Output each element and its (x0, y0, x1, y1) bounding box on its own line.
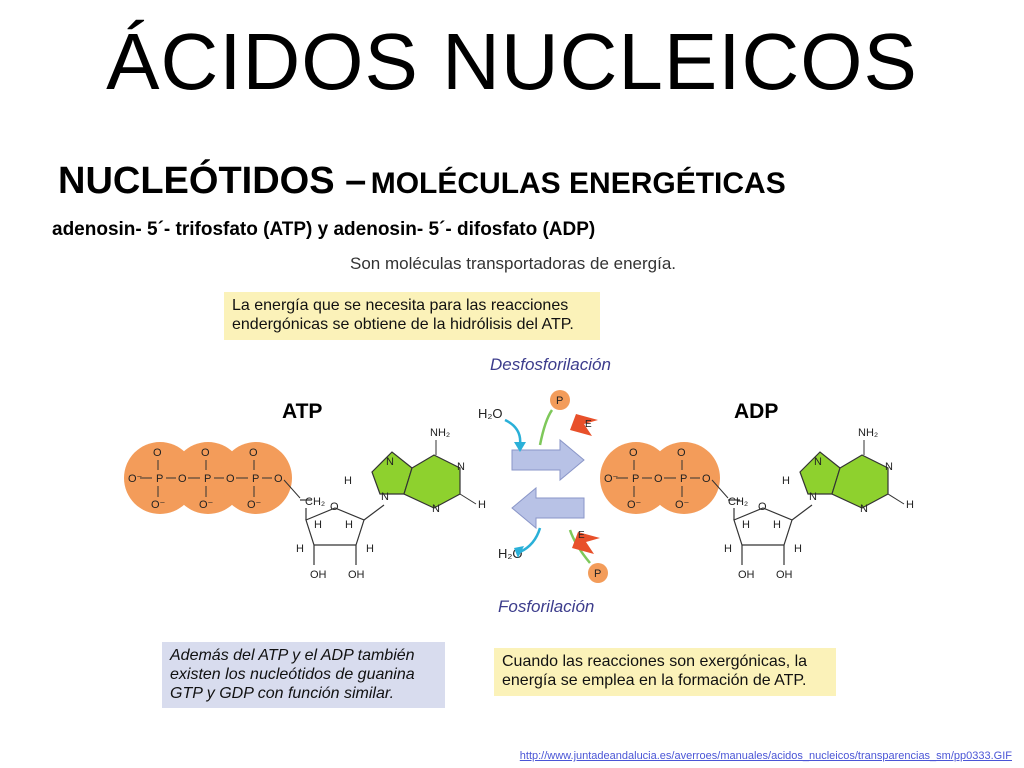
svg-text:H: H (724, 543, 732, 555)
svg-text:NH₂: NH₂ (430, 427, 450, 439)
svg-text:OH: OH (310, 569, 327, 581)
svg-text:O⁻: O⁻ (199, 499, 214, 511)
source-link[interactable]: http://www.juntadeandalucia.es/averroes/… (519, 750, 1012, 762)
svg-text:H: H (345, 519, 353, 531)
subtitle-secondary: MOLÉCULAS ENERGÉTICAS (370, 167, 786, 200)
adp-label: ADP (734, 400, 779, 423)
svg-text:O: O (629, 447, 638, 459)
svg-text:O: O (178, 473, 187, 485)
svg-text:N: N (885, 461, 893, 473)
svg-text:O⁻: O⁻ (604, 473, 619, 485)
phosphorylation-label: Fosforilación (498, 597, 595, 616)
figure-caption: Son moléculas transportadoras de energía… (350, 254, 677, 273)
svg-text:H: H (344, 475, 352, 487)
svg-text:O: O (249, 447, 258, 459)
svg-text:O: O (702, 473, 711, 485)
phosphate-bottom (588, 563, 608, 583)
svg-text:N: N (814, 456, 822, 468)
gtp-gdp-note: Además del ATP y el ADP también existen … (162, 642, 445, 708)
svg-text:O: O (330, 501, 339, 513)
svg-text:N: N (386, 456, 394, 468)
svg-text:CH₂: CH₂ (728, 496, 748, 508)
svg-text:O⁻: O⁻ (627, 499, 642, 511)
svg-text:N: N (860, 503, 868, 515)
svg-text:OH: OH (776, 569, 793, 581)
svg-text:N: N (457, 461, 465, 473)
svg-text:H: H (314, 519, 322, 531)
svg-text:CH₂: CH₂ (305, 496, 325, 508)
svg-text:P: P (680, 473, 687, 485)
svg-text:O⁻: O⁻ (151, 499, 166, 511)
endergonic-note: La energía que se necesita para las reac… (224, 292, 600, 340)
svg-text:H: H (366, 543, 374, 555)
adp-phosphate-groups: P P O O O⁻ O⁻ O⁻ O O (600, 442, 729, 514)
atp-label: ATP (282, 400, 323, 423)
svg-text:NH₂: NH₂ (858, 427, 878, 439)
svg-text:O: O (677, 447, 686, 459)
svg-text:O⁻: O⁻ (128, 473, 143, 485)
exergonic-note: Cuando las reacciones son exergónicas, l… (494, 648, 836, 696)
svg-text:H: H (773, 519, 781, 531)
svg-text:OH: OH (348, 569, 365, 581)
svg-text:O: O (153, 447, 162, 459)
phosphate-top (550, 390, 570, 410)
energy-top-icon (570, 414, 598, 436)
atp-adenine-base (371, 451, 461, 509)
svg-text:H: H (794, 543, 802, 555)
dephosphorylation-label: Desfosforilación (490, 355, 611, 374)
svg-text:O: O (226, 473, 235, 485)
atp-ribose (300, 499, 385, 565)
svg-text:H: H (742, 519, 750, 531)
energy-bottom-icon (572, 532, 600, 554)
svg-text:P: P (632, 473, 639, 485)
svg-text:N: N (432, 503, 440, 515)
svg-text:N: N (809, 491, 817, 503)
adp-ribose (728, 499, 813, 565)
svg-text:H: H (296, 543, 304, 555)
svg-text:N: N (381, 491, 389, 503)
svg-text:OH: OH (738, 569, 755, 581)
atp-p2: P (204, 473, 211, 485)
svg-text:O: O (654, 473, 663, 485)
svg-text:H: H (478, 499, 486, 511)
svg-text:O⁻: O⁻ (675, 499, 690, 511)
subtitle: NUCLEÓTIDOS – MOLÉCULAS ENERGÉTICAS (58, 160, 786, 203)
svg-text:E: E (578, 530, 585, 541)
atp-p3: P (252, 473, 259, 485)
svg-text:P: P (556, 395, 563, 407)
page-title: ÁCIDOS NUCLEICOS (106, 17, 918, 106)
svg-text:H: H (906, 499, 914, 511)
adp-adenine-base (799, 451, 889, 509)
atp-phosphate-groups: P P P O O O O⁻ O⁻ O⁻ O⁻ O O O (124, 442, 301, 514)
svg-text:E: E (585, 419, 592, 430)
svg-text:O: O (201, 447, 210, 459)
subtitle-main: NUCLEÓTIDOS – (58, 160, 367, 202)
svg-text:O⁻: O⁻ (247, 499, 262, 511)
phosphorylation-arrow (511, 486, 585, 530)
dephosphorylation-arrow (511, 438, 585, 482)
svg-text:H: H (782, 475, 790, 487)
water-in-arrow (504, 418, 522, 446)
atp-p1: P (156, 473, 163, 485)
svg-text:O: O (274, 473, 283, 485)
svg-text:O: O (758, 501, 767, 513)
water-top: H₂O (478, 406, 503, 421)
description: adenosin- 5´- trifosfato (ATP) y adenosi… (52, 219, 596, 240)
svg-text:P: P (594, 568, 601, 580)
